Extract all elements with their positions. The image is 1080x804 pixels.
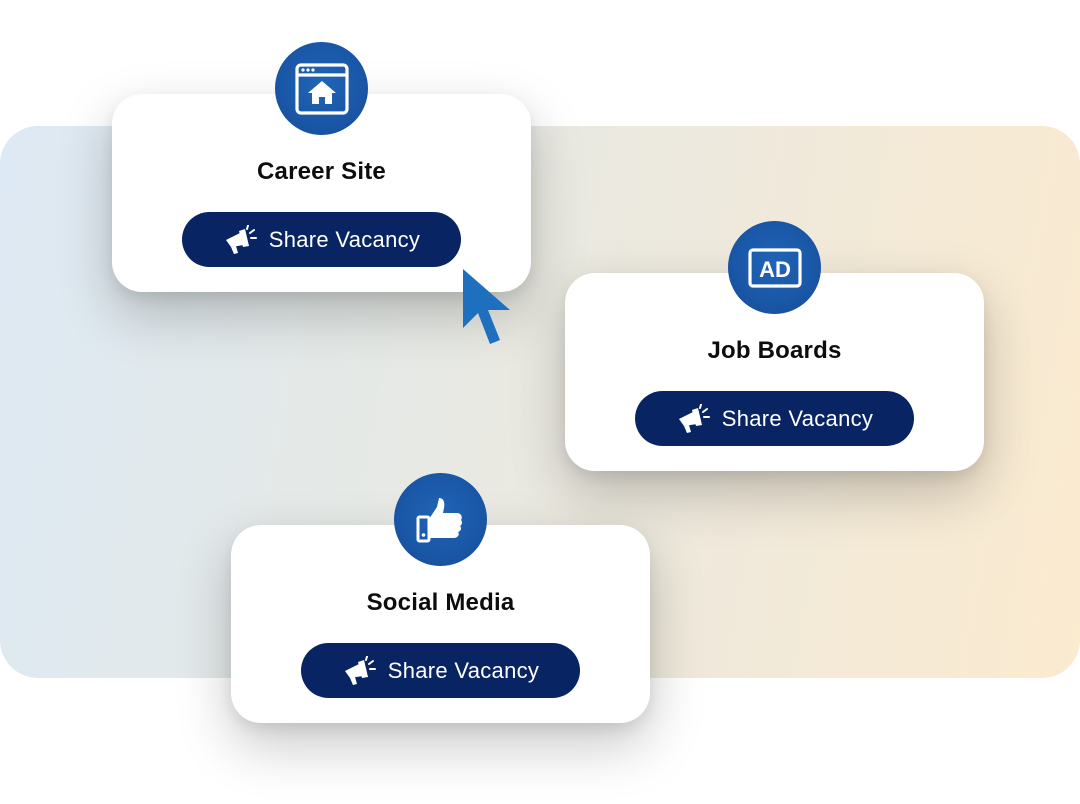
job-boards-badge: AD (728, 221, 821, 314)
share-vacancy-label: Share Vacancy (387, 657, 540, 683)
card-title: Social Media (366, 589, 515, 616)
social-media-badge (394, 473, 487, 566)
career-site-badge (275, 42, 368, 135)
ad-icon-text: AD (759, 257, 791, 282)
share-vacancy-button-social-media[interactable]: Share Vacancy (301, 643, 580, 698)
thumbs-up-icon (416, 497, 462, 542)
website-home-icon (294, 62, 349, 115)
social-media-card: Social Media Share Vacancy (231, 473, 650, 723)
share-vacancy-button-career-site[interactable]: Share Vacancy (182, 212, 461, 267)
share-vacancy-label: Share Vacancy (268, 226, 421, 252)
megaphone-icon (344, 655, 376, 685)
job-boards-card: AD Job Boards Share Vacancy (565, 221, 984, 471)
megaphone-icon (678, 403, 710, 433)
megaphone-icon (225, 224, 257, 254)
career-site-card: Career Site Share Vacancy (112, 42, 531, 292)
mouse-pointer-icon (463, 269, 510, 344)
ad-icon: AD (747, 247, 802, 288)
card-title: Job Boards (707, 337, 842, 364)
share-vacancy-label: Share Vacancy (721, 405, 874, 431)
card-title: Career Site (257, 158, 386, 185)
share-vacancy-button-job-boards[interactable]: Share Vacancy (635, 391, 914, 446)
